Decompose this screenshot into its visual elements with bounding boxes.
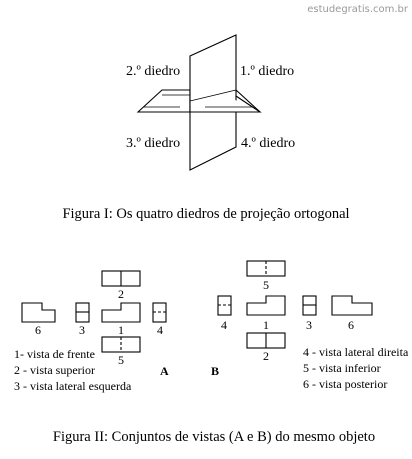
- set-a-view-1-number: 1: [118, 323, 124, 337]
- set-a-legend-2: 2 - vista superior: [14, 363, 95, 377]
- horizontal-plane-back: [136, 89, 191, 113]
- set-a-view-3-number: 3: [79, 323, 85, 337]
- figure-2-caption: Figura II: Conjuntos de vistas (A e B) d…: [53, 429, 375, 445]
- set-a-view-6: [21, 302, 56, 323]
- dihedron-3-label: 3.º diedro: [126, 136, 180, 151]
- set-a-legend-3: 3 - vista lateral esquerda: [14, 379, 132, 393]
- set-b-view-2-number: 2: [263, 349, 269, 363]
- ground-line: [189, 89, 237, 102]
- set-b-view-3-number: 3: [306, 318, 312, 332]
- set-b-legend-5: 5 - vista inferior: [303, 361, 381, 375]
- set-b-legend-6: 6 - vista posterior: [303, 377, 387, 391]
- set-a-view-1: [101, 302, 141, 323]
- view-set-b: 5 4 1 3 6 2: [217, 260, 373, 363]
- set-b-view-6: [331, 295, 373, 316]
- view-set-a: 2 6 3 1 4 5: [21, 270, 167, 367]
- set-b-legend-4: 4 - vista lateral direita: [303, 345, 409, 359]
- dihedron-2-label: 2.º diedro: [126, 64, 180, 79]
- set-b-label: B: [211, 364, 219, 378]
- watermark: estudegratis.com.br: [307, 4, 409, 15]
- set-b-view-1: [246, 295, 286, 316]
- set-a-label: A: [160, 364, 169, 378]
- set-b-view-1-number: 1: [263, 318, 269, 332]
- set-a-legend-1: 1- vista de frente: [14, 347, 95, 361]
- set-a-view-5-number: 5: [118, 353, 124, 367]
- dihedra-diagram: [136, 34, 262, 171]
- set-b-view-5-number: 5: [263, 278, 269, 292]
- set-b-view-6-number: 6: [348, 318, 354, 332]
- set-a-view-2-number: 2: [118, 287, 124, 301]
- figure-1-caption: Figura I: Os quatro diedros de projeção …: [62, 206, 349, 222]
- dihedron-1-label: 1.º diedro: [240, 64, 294, 79]
- dihedron-4-label: 4.º diedro: [241, 136, 295, 151]
- set-a-view-4-number: 4: [157, 323, 163, 337]
- set-a-view-6-number: 6: [35, 323, 41, 337]
- horizontal-plane-overlap: [190, 95, 260, 112]
- set-b-view-4-number: 4: [221, 318, 227, 332]
